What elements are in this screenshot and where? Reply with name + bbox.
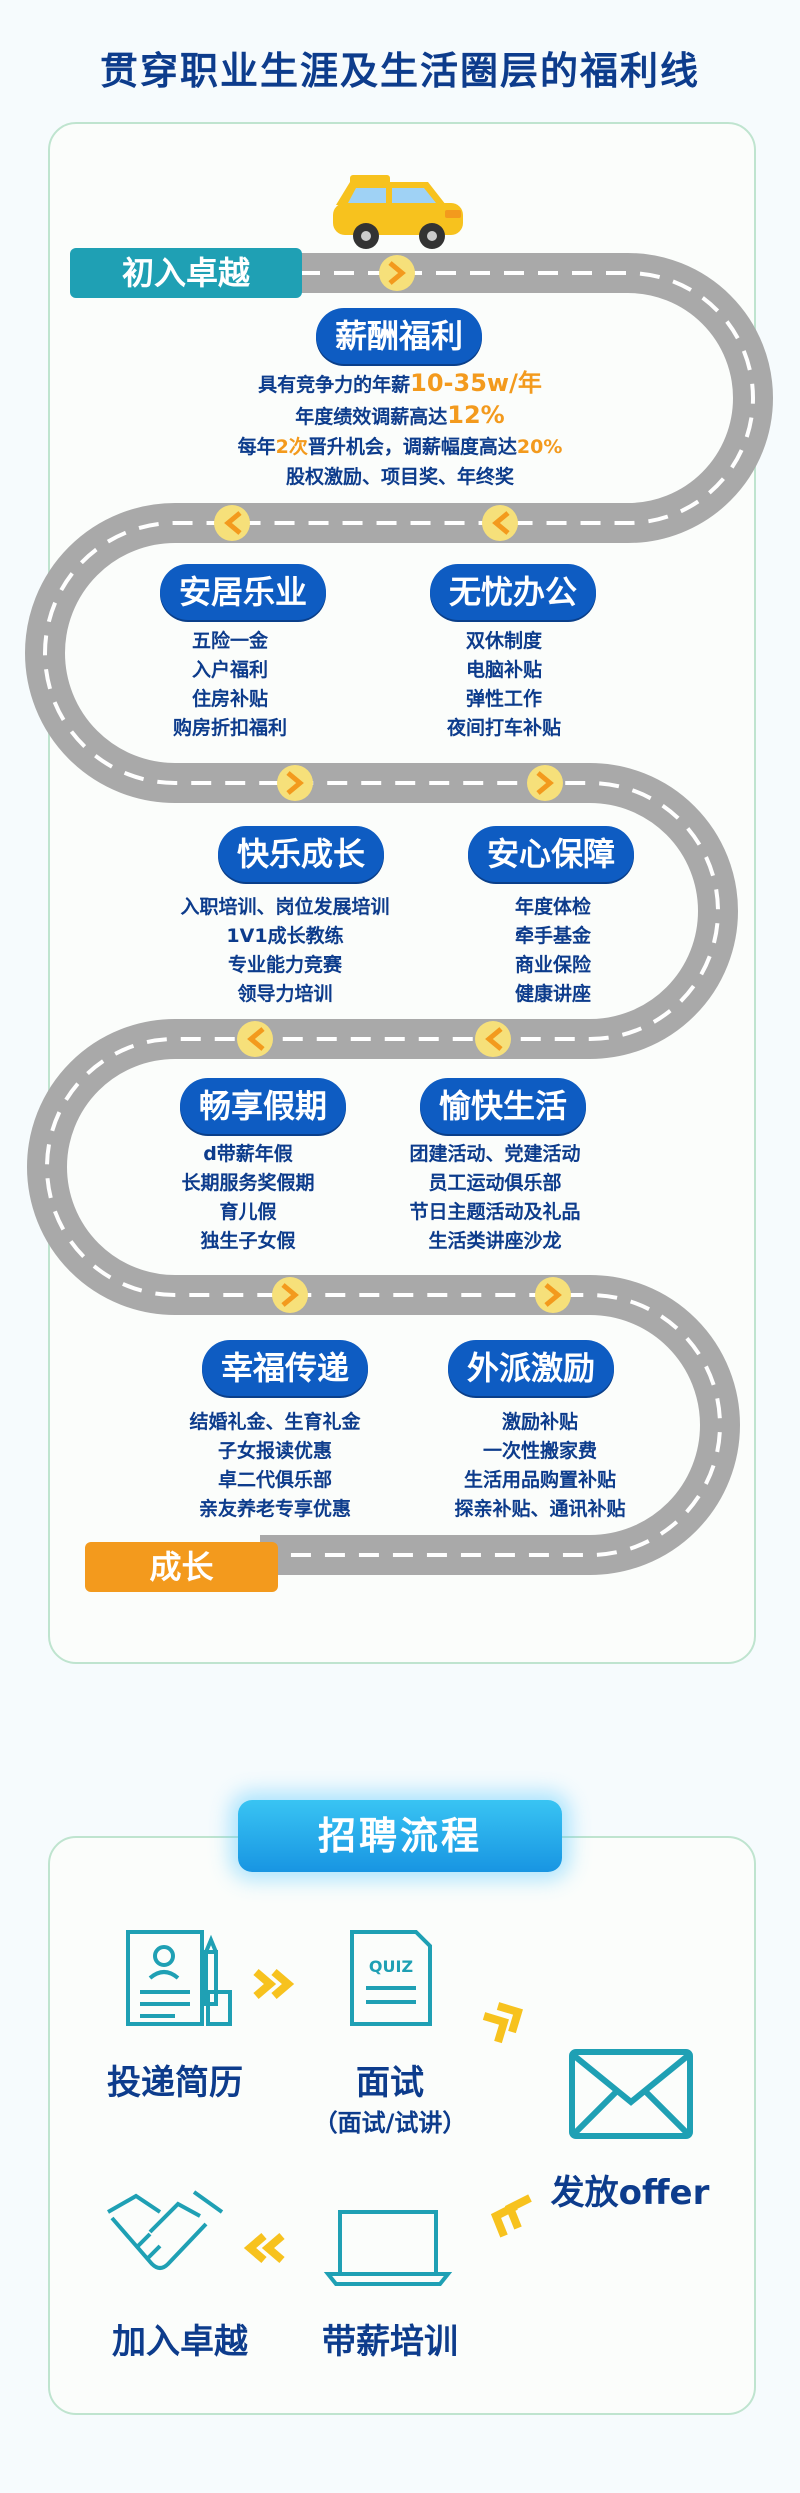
- handshake-icon: [107, 2190, 224, 2270]
- direction-marker-left: [237, 1021, 273, 1057]
- recruit-icons: QUIZ: [107, 1930, 693, 2286]
- car-icon: [333, 175, 463, 249]
- arrow-right-icon: [253, 1968, 295, 2000]
- group-items-expat: 激励补贴一次性搬家费生活用品购置补贴探亲补贴、通讯补贴: [454, 1411, 626, 1520]
- group-title-family: 幸福传递: [202, 1340, 368, 1396]
- benefits-road: [25, 175, 773, 1575]
- direction-marker-right: [277, 765, 313, 801]
- direction-marker-left: [475, 1021, 511, 1057]
- direction-marker-right: [527, 765, 563, 801]
- group-items-security: 年度体检牵手基金商业保险健康讲座: [514, 896, 591, 1005]
- direction-marker-left: [214, 505, 250, 541]
- quiz-label: QUIZ: [369, 1957, 413, 1976]
- step-training: 带薪培训: [322, 2322, 458, 2362]
- group-title-security: 安心保障: [468, 826, 634, 882]
- step-interview-sub: （面试/试讲）: [313, 2109, 467, 2137]
- road-dashes: [43, 271, 755, 1557]
- start-badge: 初入卓越: [70, 248, 302, 298]
- step-offer: 发放offer: [550, 2173, 710, 2213]
- group-items-office: 双休制度电脑补贴弹性工作夜间打车补贴: [446, 630, 561, 739]
- group-title-housing: 安居乐业: [160, 564, 326, 620]
- group-title-expat: 外派激励: [448, 1340, 614, 1396]
- salary-title: 薪酬福利: [316, 308, 482, 364]
- direction-marker-right: [379, 255, 415, 291]
- envelope-icon: [569, 2049, 693, 2139]
- group-title-office: 无忧办公: [430, 564, 596, 620]
- page-title: 贯穿职业生涯及生活圈层的福利线: [99, 49, 700, 93]
- group-items-family: 结婚礼金、生育礼金子女报读优惠卓二代俱乐部亲友养老专享优惠: [189, 1411, 361, 1520]
- laptop-icon: [323, 2210, 453, 2286]
- group-items-life: 团建活动、党建活动员工运动俱乐部节日主题活动及礼品生活类讲座沙龙: [409, 1143, 581, 1252]
- end-badge: 成长: [85, 1542, 278, 1592]
- salary-items: 具有竞争力的年薪10-35w/年 年度绩效调薪高达12% 每年2次晋升机会，调薪…: [150, 368, 650, 492]
- direction-marker-right: [535, 1277, 571, 1313]
- arrow-down-right-icon: [482, 2002, 523, 2044]
- salary-line-3: 每年2次晋升机会，调薪幅度高达20%: [237, 436, 563, 458]
- recruit-title: 招聘流程: [238, 1800, 562, 1872]
- group-items-holidays: d带薪年假长期服务奖假期育儿假独生子女假: [181, 1143, 315, 1252]
- group-title-holidays: 畅享假期: [180, 1078, 346, 1134]
- salary-line-2: 年度绩效调薪高达12%: [295, 401, 505, 429]
- step-interview: 面试: [356, 2063, 424, 2103]
- resume-icon: [126, 1930, 232, 2026]
- group-title-growth: 快乐成长: [218, 826, 384, 882]
- benefits-panel: [48, 122, 756, 1664]
- quiz-icon: [350, 1930, 432, 2026]
- direction-marker-left: [482, 505, 518, 541]
- arrow-left-icon: [243, 2232, 285, 2264]
- step-resume: 投递简历: [107, 2063, 243, 2103]
- group-items-housing: 五险一金入户福利住房补贴购房折扣福利: [172, 630, 287, 739]
- salary-line-1: 具有竞争力的年薪10-35w/年: [258, 369, 542, 397]
- arrow-down-left-icon: [490, 2194, 532, 2238]
- direction-marker-right: [272, 1277, 308, 1313]
- step-join: 加入卓越: [112, 2322, 248, 2362]
- group-title-life: 愉快生活: [420, 1078, 586, 1134]
- salary-line-4: 股权激励、项目奖、年终奖: [285, 466, 514, 488]
